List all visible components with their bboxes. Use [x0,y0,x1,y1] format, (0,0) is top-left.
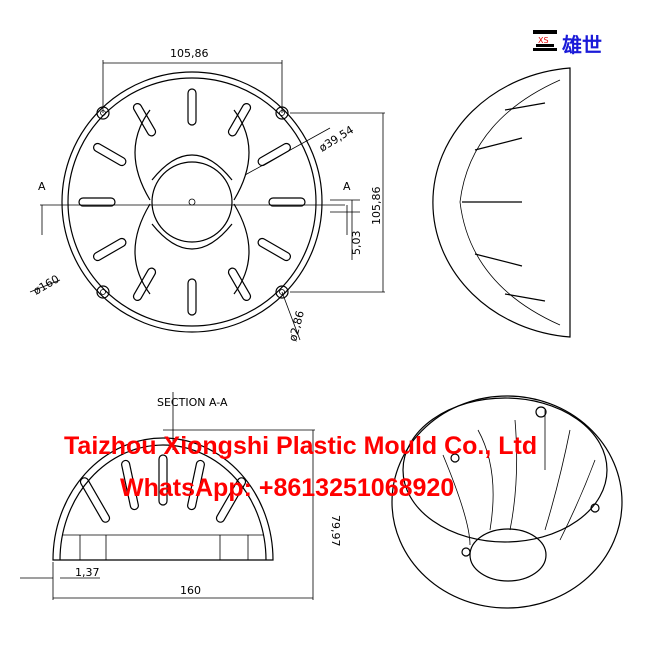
vent-slot [227,103,252,137]
section-slot [187,459,205,511]
section-view: SECTION A-A 79,97 1,37 160 [20,392,342,600]
section-mark-left: A [38,180,46,193]
section-slot [215,477,247,523]
watermark-company: Taizhou Xiongshi Plastic Mould Co., Ltd [64,432,538,460]
watermark-whatsapp: WhatsApp: +8613251068920 [120,474,455,502]
vent-slot [187,278,197,316]
section-slot [79,477,111,523]
vent-slot [187,88,197,126]
vent-slot [132,103,157,137]
mount-holes [96,106,289,299]
logo-mark-text: XS [538,36,549,45]
vent-slot [93,142,127,167]
top-view: 105,86 ø39,54 A A 105,86 5,03 ø160 ø2,86 [29,47,385,343]
logo-mark: XS [533,30,557,51]
section-slot [158,454,168,506]
vent-slot [268,197,306,207]
vent-slot [257,142,291,167]
isometric-view [391,395,623,609]
side-view [432,67,571,338]
dim-section-width: 160 [180,584,201,597]
vent-slot [93,237,127,262]
company-logo: 雄世 [562,33,602,57]
dim-top-height: 105,86 [370,187,383,226]
dim-hole-diameter: ø2,86 [286,309,307,343]
section-title: SECTION A-A [157,396,228,409]
vent-slot [78,197,116,207]
dim-offset: 5,03 [350,231,363,256]
dim-inner-diameter: ø39,54 [317,123,356,154]
vent-slot [227,267,252,301]
dim-section-height: 79,97 [329,515,342,547]
dim-top-width: 105,86 [170,47,209,60]
dim-wall-thickness: 1,37 [75,566,100,579]
section-mark-right: A [343,180,351,193]
vent-slot [132,267,157,301]
vent-slot [257,237,291,262]
section-slot [121,459,139,511]
dim-outer-diameter: ø160 [31,272,62,297]
